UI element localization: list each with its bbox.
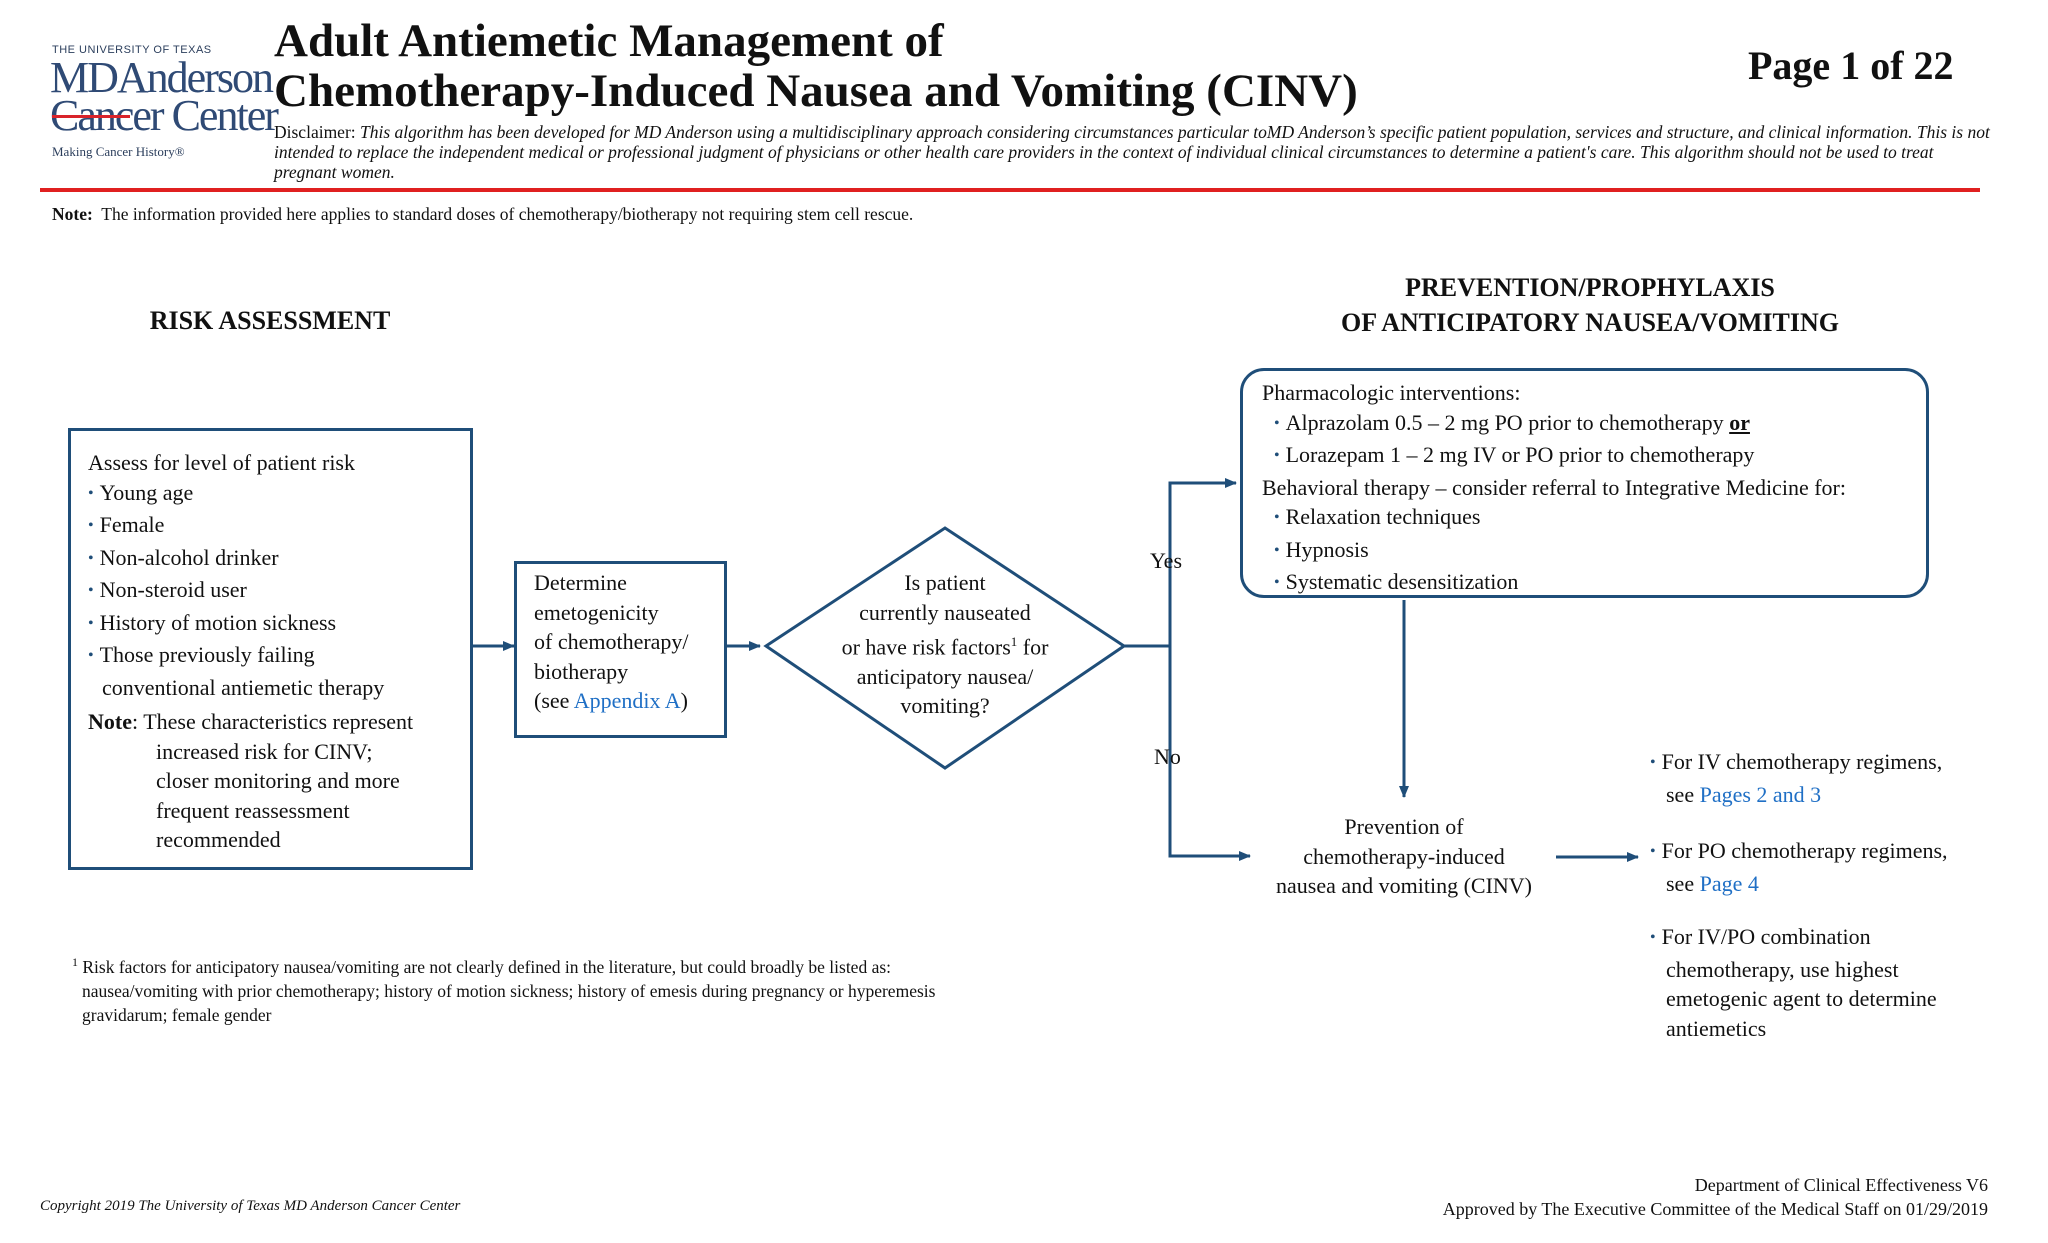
determine-line: biotherapy — [534, 658, 629, 684]
determine-emetogenicity-content: Determine emetogenicity of chemotherapy/… — [534, 568, 689, 716]
scope-note-label: Note: — [52, 204, 93, 224]
risk-note-label: Note — [88, 709, 132, 734]
logo-tagline: Making Cancer History® — [52, 144, 185, 159]
footnote-line: gravidarum; female gender — [82, 1004, 272, 1025]
pages-2-3-link[interactable]: Pages 2 and 3 — [1699, 781, 1822, 807]
risk-item: History of motion sickness — [88, 608, 413, 641]
footnote-text: Risk factors for anticipatory nausea/vom… — [82, 956, 892, 977]
scope-note-text: The information provided here applies to… — [101, 204, 914, 224]
pharm-item: Lorazepam 1 – 2 mg IV or PO prior to che… — [1262, 440, 1846, 473]
page-number: Page 1 of 22 — [1748, 43, 1954, 88]
risk-item-continued: conventional antiemetic therapy — [102, 674, 385, 700]
determine-emetogenicity-box — [514, 561, 727, 738]
determine-line: Determine — [534, 570, 627, 595]
footnote-mark: 1 — [72, 955, 78, 969]
footnote-marker: 1 — [1010, 634, 1018, 649]
decision-question: Is patient currently nauseated or have r… — [795, 568, 1095, 721]
yes-label: Yes — [1150, 548, 1183, 573]
prevention-cinv-line: nausea and vomiting (CINV) — [1276, 873, 1532, 898]
risk-note-line: frequent reassessment — [156, 797, 350, 823]
behavioral-item: Systematic desensitization — [1262, 567, 1846, 600]
footnote-line: 1 Risk factors for anticipatory nausea/v… — [72, 950, 935, 979]
prevention-cinv: Prevention of chemotherapy-induced nause… — [1244, 812, 1564, 901]
decision-line: Is patient — [904, 570, 986, 595]
appendix-a-link[interactable]: Appendix A — [573, 688, 681, 713]
risk-note-line: recommended — [156, 827, 281, 852]
behavioral-item: Relaxation techniques — [1262, 502, 1846, 535]
risk-note-line: increased risk for CINV; — [156, 738, 373, 764]
scope-note: Note: The information provided here appl… — [52, 204, 913, 225]
decision-diamond — [763, 526, 1127, 770]
decision-line: anticipatory nausea/ — [856, 663, 1034, 689]
regimen-po-see: see Page 4 — [1650, 869, 1948, 899]
risk-item: Non-steroid user — [88, 575, 413, 608]
pharmacologic-content: Pharmacologic interventions: Alprazolam … — [1262, 378, 1846, 600]
decision-line: vomiting? — [900, 693, 990, 719]
regimen-combo-line: emetogenic agent to determine — [1666, 986, 1937, 1011]
risk-note-line: closer monitoring and more — [156, 768, 400, 793]
regimen-see: see — [1666, 781, 1700, 807]
footer-dept: Department of Clinical Effectiveness V6 — [1694, 1175, 1988, 1195]
page-title: Adult Antiemetic Management of Chemother… — [274, 15, 1358, 117]
logo-md-anderson: MDAnderson — [50, 53, 274, 102]
decision-line: currently nauseated — [859, 599, 1031, 625]
risk-item: Non-alcohol drinker — [88, 543, 413, 576]
decision-line-part: or have risk factors — [841, 634, 1011, 660]
risk-item: Young age — [88, 478, 413, 511]
risk-note-line: : These characteristics represent — [131, 709, 414, 734]
pharm-or: or — [1729, 409, 1750, 435]
determine-line: of chemotherapy/ — [534, 629, 689, 654]
behavioral-title: Behavioral therapy – consider referral t… — [1262, 474, 1846, 500]
regimen-combo-line: chemotherapy, use highest — [1666, 956, 1899, 982]
header-rule — [40, 188, 1980, 192]
regimen-iv-see: see Pages 2 and 3 — [1650, 780, 1948, 810]
disclaimer-label: Disclaimer: — [274, 122, 356, 142]
regimen-iv: For IV chemotherapy regimens, — [1650, 747, 1948, 780]
pharm-title: Pharmacologic interventions: — [1262, 380, 1521, 405]
prevention-cinv-line: chemotherapy-induced — [1303, 843, 1505, 869]
regimen-see: see — [1666, 870, 1700, 896]
decision-line: or have risk factors1 for — [795, 627, 1095, 662]
regimen-po: For PO chemotherapy regimens, — [1650, 836, 1948, 869]
footnote-line: nausea/vomiting with prior chemotherapy;… — [82, 980, 936, 1001]
determine-see-suffix: ) — [680, 688, 688, 713]
pharm-item-text: Alprazolam 0.5 – 2 mg PO prior to chemot… — [1285, 409, 1730, 435]
prevention-heading-line: PREVENTION/PROPHYLAXIS — [1405, 273, 1775, 302]
page-4-link[interactable]: Page 4 — [1699, 870, 1759, 896]
decision-line-part: for — [1017, 634, 1049, 660]
risk-item: Those previously failing — [88, 640, 413, 673]
footer-approved: Approved by The Executive Committee of t… — [1442, 1199, 1988, 1219]
disclaimer-text: This algorithm has been developed for MD… — [274, 122, 1990, 182]
prevention-cinv-line: Prevention of — [1344, 814, 1464, 839]
logo-university: THE UNIVERSITY OF TEXAS — [52, 44, 212, 56]
logo-red-strike — [52, 115, 130, 118]
arrow-no — [1168, 646, 1251, 861]
regimen-combo: For IV/PO combination — [1650, 922, 1948, 955]
regimen-combo-line: antiemetics — [1666, 1015, 1767, 1041]
determine-line: emetogenicity — [534, 599, 659, 625]
disclaimer: Disclaimer: This algorithm has been deve… — [274, 122, 1994, 182]
footnote: 1 Risk factors for anticipatory nausea/v… — [72, 950, 935, 1027]
risk-intro: Assess for level of patient risk — [88, 450, 355, 475]
risk-assessment-heading: RISK ASSESSMENT — [149, 306, 391, 335]
pharm-item: Alprazolam 0.5 – 2 mg PO prior to chemot… — [1262, 408, 1846, 441]
determine-see: (see Appendix A) — [534, 686, 689, 716]
behavioral-item: Hypnosis — [1262, 535, 1846, 568]
determine-see-prefix: (see — [534, 688, 574, 713]
regimens-list: For IV chemotherapy regimens, see Pages … — [1650, 747, 1948, 1043]
arrow-yes — [1124, 478, 1237, 648]
prevention-heading-line: OF ANTICIPATORY NAUSEA/VOMITING — [1341, 308, 1839, 337]
no-label: No — [1154, 744, 1181, 769]
risk-note: Note: These characteristics represent — [88, 707, 413, 737]
prevention-heading: PREVENTION/PROPHYLAXIS OF ANTICIPATORY N… — [1230, 270, 1950, 340]
risk-item: Female — [88, 510, 413, 543]
copyright: Copyright 2019 The University of Texas M… — [40, 1198, 461, 1214]
footer-approval: Department of Clinical Effectiveness V6 … — [1443, 1173, 1988, 1221]
risk-assessment-content: Assess for level of patient risk Young a… — [88, 448, 413, 855]
